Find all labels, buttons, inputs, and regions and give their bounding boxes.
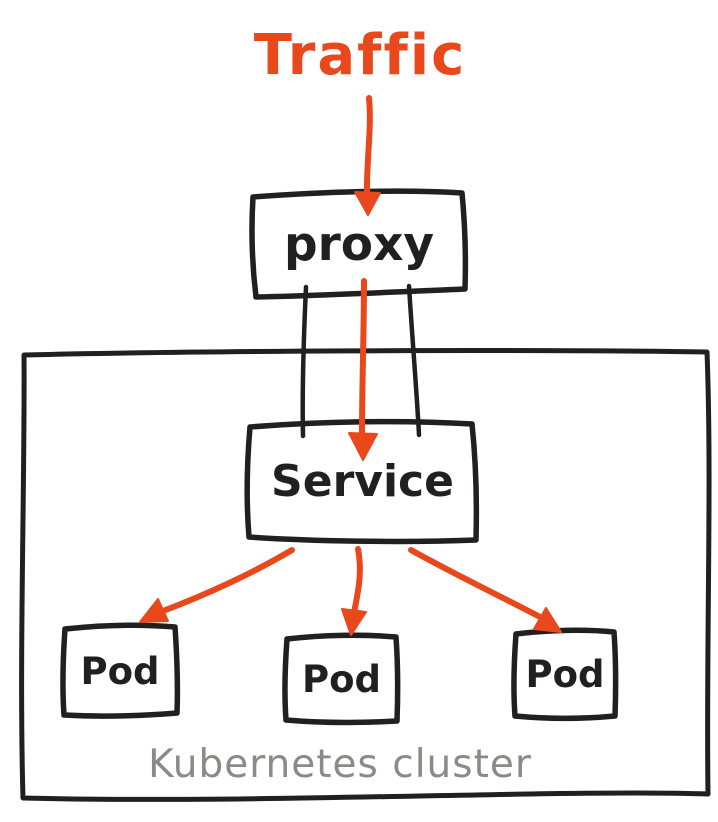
service-box-label: Service xyxy=(271,455,454,507)
pod-label-2: Pod xyxy=(301,657,382,701)
traffic-label: Traffic xyxy=(253,22,467,88)
service-box-outline xyxy=(244,418,480,545)
cluster-box-outline xyxy=(19,348,712,802)
proxy-service-line-left xyxy=(300,284,309,439)
proxy-service-line-right xyxy=(406,283,422,438)
traffic-arrow-line xyxy=(363,95,373,199)
service-pod-arrow-line-2 xyxy=(351,546,363,616)
service-pod-arrow-line-3 xyxy=(408,547,543,620)
service-pod-arrow-head-3 xyxy=(533,607,562,633)
traffic-arrow-head xyxy=(354,191,381,216)
cluster-caption: Kubernetes cluster xyxy=(148,741,532,787)
service-pod-arrow-head-1 xyxy=(139,598,169,623)
proxy-service-arrow-head xyxy=(348,432,378,461)
service-pod-arrow-line-1 xyxy=(160,547,295,614)
proxy-box-label: proxy xyxy=(283,216,435,272)
pod-box-outline-1 xyxy=(60,622,181,719)
pod-label-3: Pod xyxy=(525,653,605,696)
pod-box-outline-2 xyxy=(282,632,401,726)
proxy-service-arrow-line xyxy=(359,278,367,437)
pod-box-outline-3 xyxy=(511,627,619,721)
service-pod-arrow-head-2 xyxy=(341,608,367,636)
pod-label-1: Pod xyxy=(80,649,160,693)
proxy-box-outline xyxy=(249,188,469,300)
